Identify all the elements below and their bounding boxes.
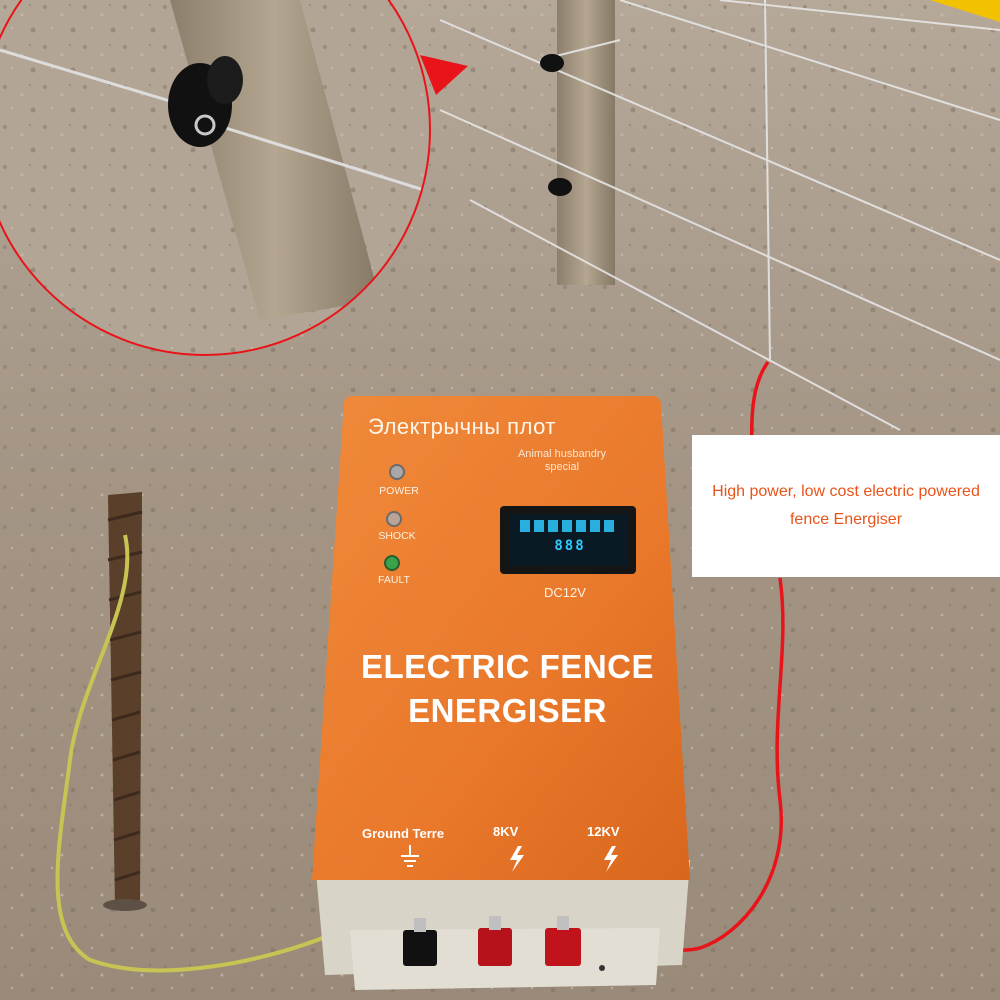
device-title-line-2: ENERGISER	[408, 692, 607, 729]
terminal-ground-label: Ground Terre	[362, 826, 445, 841]
display-digits: 888	[554, 538, 586, 554]
terminal-12kv-label: 12KV	[587, 824, 620, 839]
shock-indicator-label: SHOCK	[378, 530, 416, 542]
fault-indicator-label: FAULT	[378, 574, 410, 586]
brand-label: Электрычны плот	[368, 414, 557, 439]
caption-box: High power, low cost electric powered fe…	[692, 435, 1000, 577]
caption-text: High power, low cost electric powered fe…	[712, 483, 980, 528]
device-title-line-1: ELECTRIC FENCE	[360, 648, 654, 685]
terminal-8kv-label: 8KV	[493, 824, 519, 839]
power-indicator-label: POWER	[379, 485, 419, 497]
special-line-1: Animal husbandry	[517, 448, 607, 460]
voltage-label: DC12V	[544, 585, 586, 600]
special-line-2: special	[544, 461, 580, 473]
device-title: ELECTRIC FENCE ENERGISER	[330, 645, 685, 733]
special-label: Animal husbandry special	[512, 448, 612, 474]
